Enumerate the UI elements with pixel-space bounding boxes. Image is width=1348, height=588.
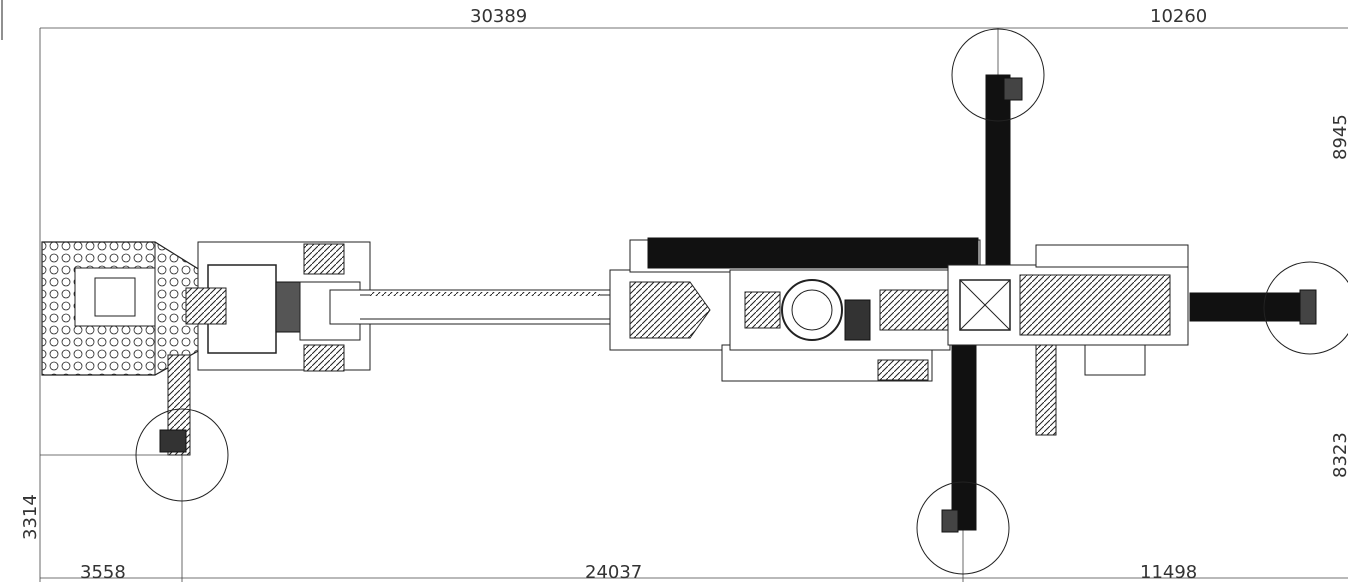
vertical-conveyor xyxy=(941,74,1023,533)
stockpile-circle-right xyxy=(1263,261,1348,355)
dim-right-upper: 8945 xyxy=(1330,114,1348,160)
dim-bottom-right: 11498 xyxy=(1140,562,1197,583)
feed-hopper xyxy=(41,241,201,376)
secondary-unit xyxy=(609,237,981,382)
dim-top-left: 30389 xyxy=(470,6,527,27)
main-conveyor xyxy=(329,289,611,325)
stockpile-circle-bottom xyxy=(916,481,1010,575)
discharge-conveyor-right xyxy=(1189,289,1317,325)
dim-right-lower: 8323 xyxy=(1330,432,1348,478)
side-conveyor-left xyxy=(159,354,191,456)
dim-bottom-middle: 24037 xyxy=(585,562,642,583)
dim-left-vertical: 3314 xyxy=(20,494,41,540)
stockpile-circle-top xyxy=(951,28,1045,122)
dim-top-right: 10260 xyxy=(1150,6,1207,27)
dim-bottom-left: 3558 xyxy=(80,562,126,583)
stockpile-circle-left xyxy=(135,408,229,502)
tertiary-module xyxy=(947,244,1189,436)
